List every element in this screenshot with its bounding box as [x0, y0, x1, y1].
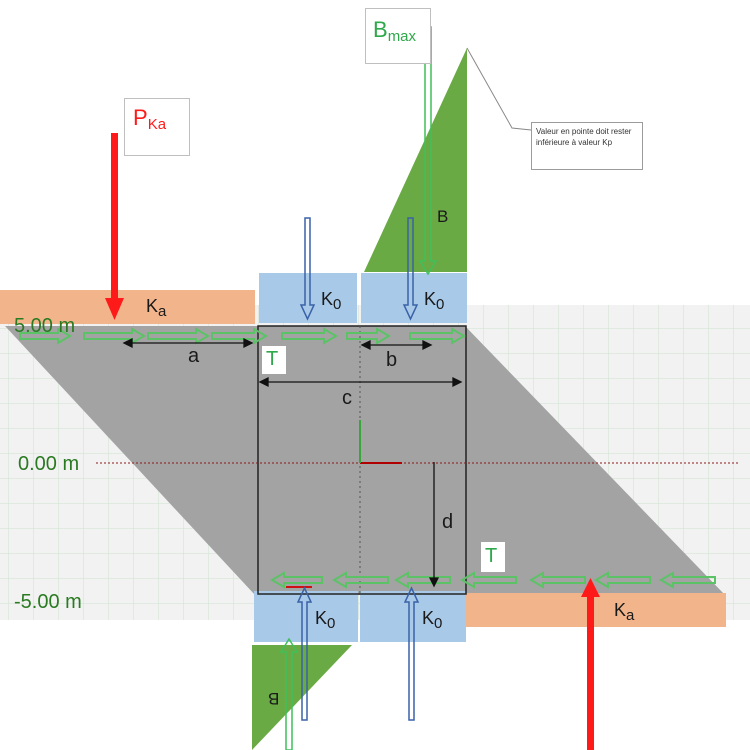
k0-zone-top-left — [259, 273, 357, 323]
dim-label-a: a — [188, 345, 200, 367]
b-triangle-top — [364, 48, 467, 272]
pka-label-box: PKa — [124, 98, 190, 156]
pka-label: PKa — [133, 105, 167, 133]
k0-zone-bottom-left — [254, 591, 358, 642]
k0-label-top-right: K0 — [424, 289, 445, 313]
b-label-top: B — [437, 207, 449, 226]
ka-zone-top — [0, 290, 255, 324]
bottom-arrow-row — [270, 571, 716, 589]
ka-label-top: Ka — [146, 296, 167, 320]
bmax-force-arrow — [418, 26, 438, 276]
k0-zone-bottom-right — [360, 591, 466, 642]
axis-label-bottom: -5.00 m — [14, 591, 82, 613]
pile-outline — [257, 325, 467, 595]
note-box: Valeur en pointe doit rester inférieure … — [531, 122, 643, 170]
dim-label-c: c — [342, 387, 352, 409]
top-arrow-row — [19, 327, 466, 345]
ka-zone-bottom — [466, 593, 726, 627]
bmax-label: Bmax — [373, 17, 417, 45]
bmax-label-box: Bmax — [365, 8, 431, 64]
t-label-top-box: T — [262, 346, 286, 374]
axis-label-top: 5.00 m — [14, 315, 76, 337]
t-label-bottom: T — [485, 545, 498, 567]
k0-label-bottom-left: K0 — [315, 608, 336, 632]
soil-body — [5, 326, 725, 595]
t-label-top: T — [266, 348, 279, 370]
ka-label-bottom: Ka — [614, 600, 635, 624]
k0-arrows — [296, 217, 420, 721]
axis-label-zero: 0.00 m — [18, 453, 80, 475]
k0-label-bottom-right: K0 — [422, 608, 443, 632]
bottom-force-arrow — [581, 578, 600, 750]
pka-force-arrow — [105, 133, 124, 320]
t-label-bottom-box: T — [481, 542, 505, 572]
b-label-bottom: B — [268, 689, 280, 708]
k0-zone-top-right — [361, 273, 467, 323]
note-leader — [466, 47, 532, 131]
dim-label-b: b — [386, 349, 398, 371]
k0-label-top-left: K0 — [321, 289, 342, 313]
dim-label-d: d — [442, 511, 454, 533]
dimension-lines — [122, 337, 463, 588]
bottom-green-arrow — [279, 637, 299, 750]
